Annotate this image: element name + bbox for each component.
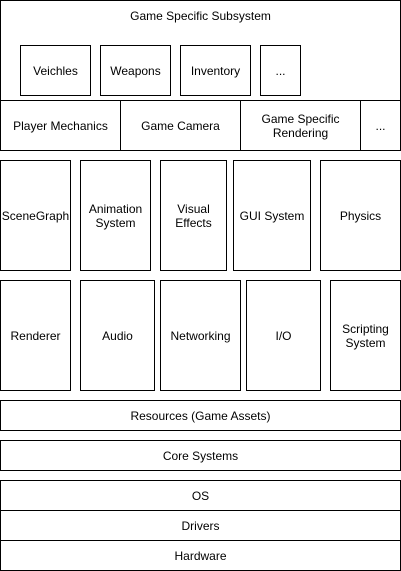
block-animation-system: Animation System bbox=[80, 160, 151, 271]
block-inventory: Inventory bbox=[180, 45, 251, 96]
block-more-subsystem: ... bbox=[260, 45, 301, 96]
block-visual-effects: Visual Effects bbox=[160, 160, 227, 271]
block-audio: Audio bbox=[80, 280, 155, 391]
game-specific-subsystem-title: Game Specific Subsystem bbox=[130, 9, 271, 23]
block-game-camera: Game Camera bbox=[120, 100, 241, 151]
block-networking: Networking bbox=[160, 280, 241, 391]
block-core-systems: Core Systems bbox=[0, 440, 401, 471]
block-weapons: Weapons bbox=[100, 45, 171, 96]
block-hardware: Hardware bbox=[0, 540, 401, 571]
block-gui-system: GUI System bbox=[233, 160, 311, 271]
block-more-game: ... bbox=[360, 100, 401, 151]
block-resources: Resources (Game Assets) bbox=[0, 400, 401, 431]
block-renderer: Renderer bbox=[0, 280, 71, 391]
block-player-mechanics: Player Mechanics bbox=[0, 100, 121, 151]
block-os: OS bbox=[0, 480, 401, 511]
block-scripting-system: Scripting System bbox=[330, 280, 401, 391]
block-veichles: Veichles bbox=[20, 45, 91, 96]
block-scenegraph: SceneGraph bbox=[0, 160, 71, 271]
block-drivers: Drivers bbox=[0, 510, 401, 541]
block-physics: Physics bbox=[320, 160, 401, 271]
block-game-specific-rendering: Game Specific Rendering bbox=[240, 100, 361, 151]
block-io: I/O bbox=[246, 280, 321, 391]
